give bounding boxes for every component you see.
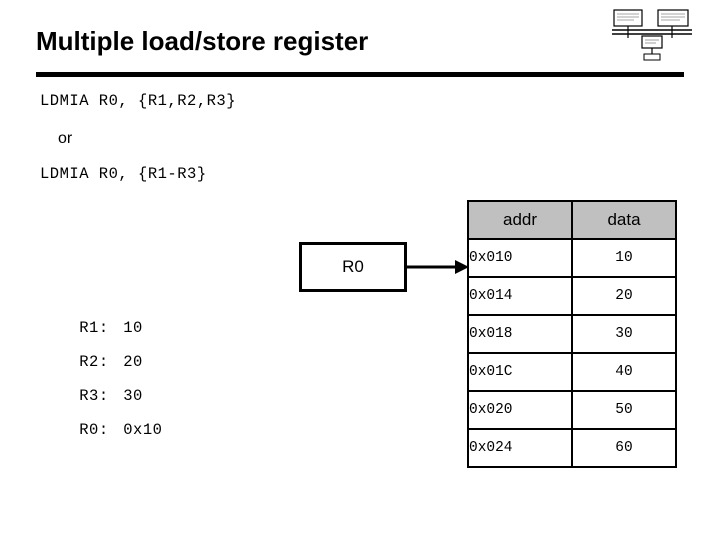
register-name: R2: — [79, 353, 109, 371]
table-row: 0x010 10 — [467, 238, 677, 278]
register-name: R0: — [79, 421, 109, 439]
column-header-data: data — [571, 200, 677, 240]
cell-data: 20 — [571, 276, 677, 316]
cell-data: 50 — [571, 390, 677, 430]
register-name: R3: — [79, 387, 109, 405]
or-label: or — [58, 130, 73, 147]
list-item: R2: 20 — [40, 311, 162, 371]
cell-data: 40 — [571, 352, 677, 392]
list-item: R3: 30 — [40, 345, 162, 405]
schematic-logo-icon — [612, 8, 692, 62]
cell-addr: 0x024 — [467, 428, 573, 468]
register-list: R1: 10 R2: 20 R3: 30 R0: 0x10 — [40, 277, 162, 439]
page-title: Multiple load/store register — [36, 26, 369, 56]
register-value: 10 — [123, 319, 143, 337]
register-box-r0: R0 — [299, 242, 407, 292]
title-divider — [36, 72, 684, 77]
code-line-primary: LDMIA R0, {R1,R2,R3} — [40, 92, 237, 110]
register-value: 30 — [123, 387, 143, 405]
cell-data: 60 — [571, 428, 677, 468]
list-item: R0: 0x10 — [40, 379, 162, 439]
table-row: 0x018 30 — [467, 314, 677, 354]
cell-addr: 0x018 — [467, 314, 573, 354]
cell-addr: 0x020 — [467, 390, 573, 430]
cell-addr: 0x010 — [467, 238, 573, 278]
cell-addr: 0x014 — [467, 276, 573, 316]
right-arrow-icon — [407, 258, 469, 276]
table-row: 0x024 60 — [467, 428, 677, 468]
memory-table: addr data 0x010 10 0x014 20 0x018 30 0x0… — [467, 200, 677, 468]
code-line-alternate: LDMIA R0, {R1-R3} — [40, 165, 207, 183]
register-name: R1: — [79, 319, 109, 337]
table-row: 0x01C 40 — [467, 352, 677, 392]
register-value: 20 — [123, 353, 143, 371]
cell-data: 30 — [571, 314, 677, 354]
column-header-addr: addr — [467, 200, 573, 240]
table-row: 0x020 50 — [467, 390, 677, 430]
table-header-row: addr data — [467, 200, 677, 240]
list-item: R1: 10 — [40, 277, 162, 337]
register-box-label: R0 — [342, 257, 364, 276]
cell-addr: 0x01C — [467, 352, 573, 392]
table-row: 0x014 20 — [467, 276, 677, 316]
cell-data: 10 — [571, 238, 677, 278]
register-value: 0x10 — [123, 421, 163, 439]
